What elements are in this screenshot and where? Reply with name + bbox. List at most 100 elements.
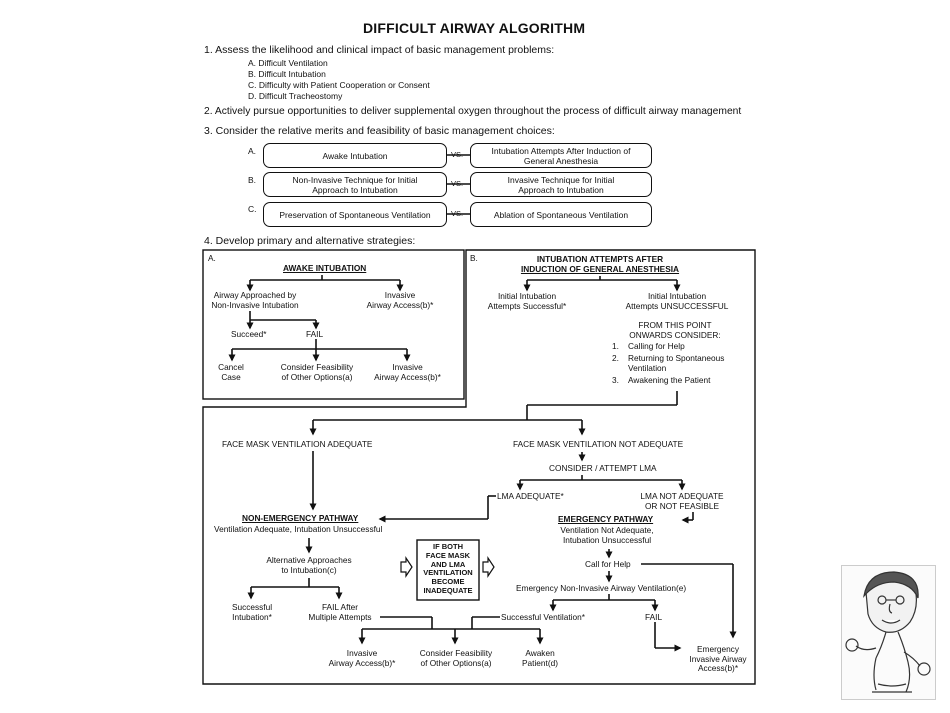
- text-line: Initial Intubation: [647, 291, 707, 301]
- text-line: Ventilation: [628, 362, 667, 373]
- text-line: Invasive: [346, 648, 378, 658]
- consider-list-number: 2.: [612, 353, 619, 363]
- text-line: Awaken: [525, 648, 555, 658]
- choice-b-right-line: Approach to Intubation: [518, 184, 604, 195]
- panel-a-fail: FAIL: [306, 329, 324, 339]
- text-line: Cancel: [218, 362, 244, 372]
- consider-list-number: 3.: [612, 375, 619, 385]
- step-1-text: 1. Assess the likelihood and clinical im…: [204, 44, 555, 56]
- text-line: Airway Approached by: [213, 290, 297, 300]
- choice-c-right-box: Ablation of Spontaneous Ventilation: [470, 202, 652, 227]
- choice-c-left: Preservation of Spontaneous Ventilation: [279, 209, 431, 220]
- text-line: LMA NOT ADEQUATE: [640, 491, 724, 501]
- panel-b-box: [202, 249, 756, 685]
- text-line: FAIL After: [321, 602, 359, 612]
- page-title: DIFFICULT AIRWAY ALGORITHM: [363, 20, 586, 36]
- choice-c-right: Ablation of Spontaneous Ventilation: [493, 209, 629, 220]
- text-line: Initial Intubation: [497, 291, 557, 301]
- text-line: Successful: [231, 602, 273, 612]
- text-line: Consider Feasibility: [419, 648, 493, 658]
- text-line: Invasive: [392, 362, 423, 372]
- text-line: BECOME: [431, 577, 465, 587]
- text-line: INDUCTION OF GENERAL ANESTHESIA: [520, 263, 680, 274]
- text-line: FROM THIS POINT: [638, 320, 712, 330]
- step-4-text: 4. Develop primary and alternative strat…: [204, 235, 416, 247]
- text-line: Consider Feasibility: [280, 362, 354, 372]
- choice-a-left-box: Awake Intubation: [263, 143, 447, 168]
- emergency-fail: FAIL: [645, 612, 663, 622]
- non-emergency-subtitle: Ventilation Adequate, Intubation Unsucce…: [214, 524, 383, 534]
- text-line: Attempts Successful*: [487, 300, 567, 311]
- text-line: ONWARDS CONSIDER:: [629, 329, 721, 340]
- text-line: Non-Invasive Intubation: [211, 299, 299, 310]
- text-line: Intubation*: [232, 611, 272, 622]
- text-line: Airway Access(b)*: [328, 657, 396, 668]
- text-line: Ventilation Not Adequate,: [560, 525, 654, 535]
- caricature-image: [841, 565, 936, 700]
- text-line: IF BOTH: [433, 542, 463, 551]
- text-line: Attempts UNSUCCESSFUL: [625, 300, 729, 311]
- step-1-item: B. Difficult Intubation: [248, 69, 326, 79]
- choice-a-right-line: Intubation Attempts After Induction of: [491, 145, 631, 156]
- text-line: Alternative Approaches: [266, 555, 352, 565]
- text-line: Invasive: [384, 290, 416, 300]
- choice-a-right-line: General Anesthesia: [523, 155, 599, 166]
- consider-list-number: 1.: [612, 341, 619, 351]
- vs-label: VS.: [451, 209, 464, 218]
- emergency-subtitle: Ventilation Not Adequate,Intubation Unsu…: [549, 525, 665, 545]
- step-2-text: 2. Actively pursue opportunities to deli…: [204, 106, 742, 117]
- if-both-inadequate: IF BOTH FACE MASK AND LMA VENTILATION BE…: [417, 542, 479, 596]
- text-line: OR NOT FEASIBLE: [644, 500, 720, 511]
- text-line: INADEQUATE: [423, 585, 473, 595]
- step-3-text: 3. Consider the relative merits and feas…: [204, 125, 555, 137]
- text-line: Patient(d): [522, 657, 558, 668]
- face-mask-adequate: FACE MASK VENTILATION ADEQUATE: [222, 439, 373, 449]
- panel-a-succeed: Succeed*: [231, 329, 267, 339]
- lma-adequate: LMA ADEQUATE*: [497, 491, 564, 501]
- successful-ventilation: Successful Ventilation*: [501, 612, 585, 622]
- choice-b-left-line: Approach to Intubation: [312, 184, 398, 195]
- vs-label: VS.: [451, 179, 464, 188]
- panel-a-box: [202, 249, 465, 400]
- step-1-item: A. Difficult Ventilation: [248, 58, 328, 68]
- panel-b-letter: B.: [470, 253, 478, 263]
- face-mask-not-adequate: FACE MASK VENTILATION NOT ADEQUATE: [513, 439, 684, 449]
- consider-list-item: Calling for Help: [628, 341, 685, 351]
- choice-a-left: Awake Intubation: [322, 150, 388, 161]
- text-line: Emergency: [697, 644, 739, 654]
- choice-c-left-box: Preservation of Spontaneous Ventilation: [263, 202, 447, 227]
- choice-c-letter: C.: [248, 204, 257, 214]
- choice-a-letter: A.: [248, 146, 257, 156]
- text-line: Airway Access(b)*: [374, 371, 441, 382]
- text-line: Returning to Spontaneous: [628, 353, 725, 363]
- text-line: to Intubation(c): [281, 564, 337, 575]
- panel-a-header: AWAKE INTUBATION: [283, 263, 367, 273]
- text-line: Invasive Airway: [689, 653, 747, 664]
- text-line: of Other Options(a): [420, 657, 492, 668]
- non-emergency-pathway: NON-EMERGENCY PATHWAY: [242, 513, 359, 523]
- emergency-noninvasive: Emergency Non-Invasive Airway Ventilatio…: [516, 583, 687, 593]
- text-line: VENTILATION: [423, 568, 473, 578]
- text-line: Airway Access(b)*: [366, 299, 434, 310]
- panel-a-letter: A.: [208, 253, 216, 263]
- call-for-help: Call for Help: [585, 559, 631, 569]
- text-line: AND LMA: [430, 559, 466, 569]
- text-line: INTUBATION ATTEMPTS AFTER: [536, 254, 664, 264]
- choice-b-letter: B.: [248, 175, 257, 185]
